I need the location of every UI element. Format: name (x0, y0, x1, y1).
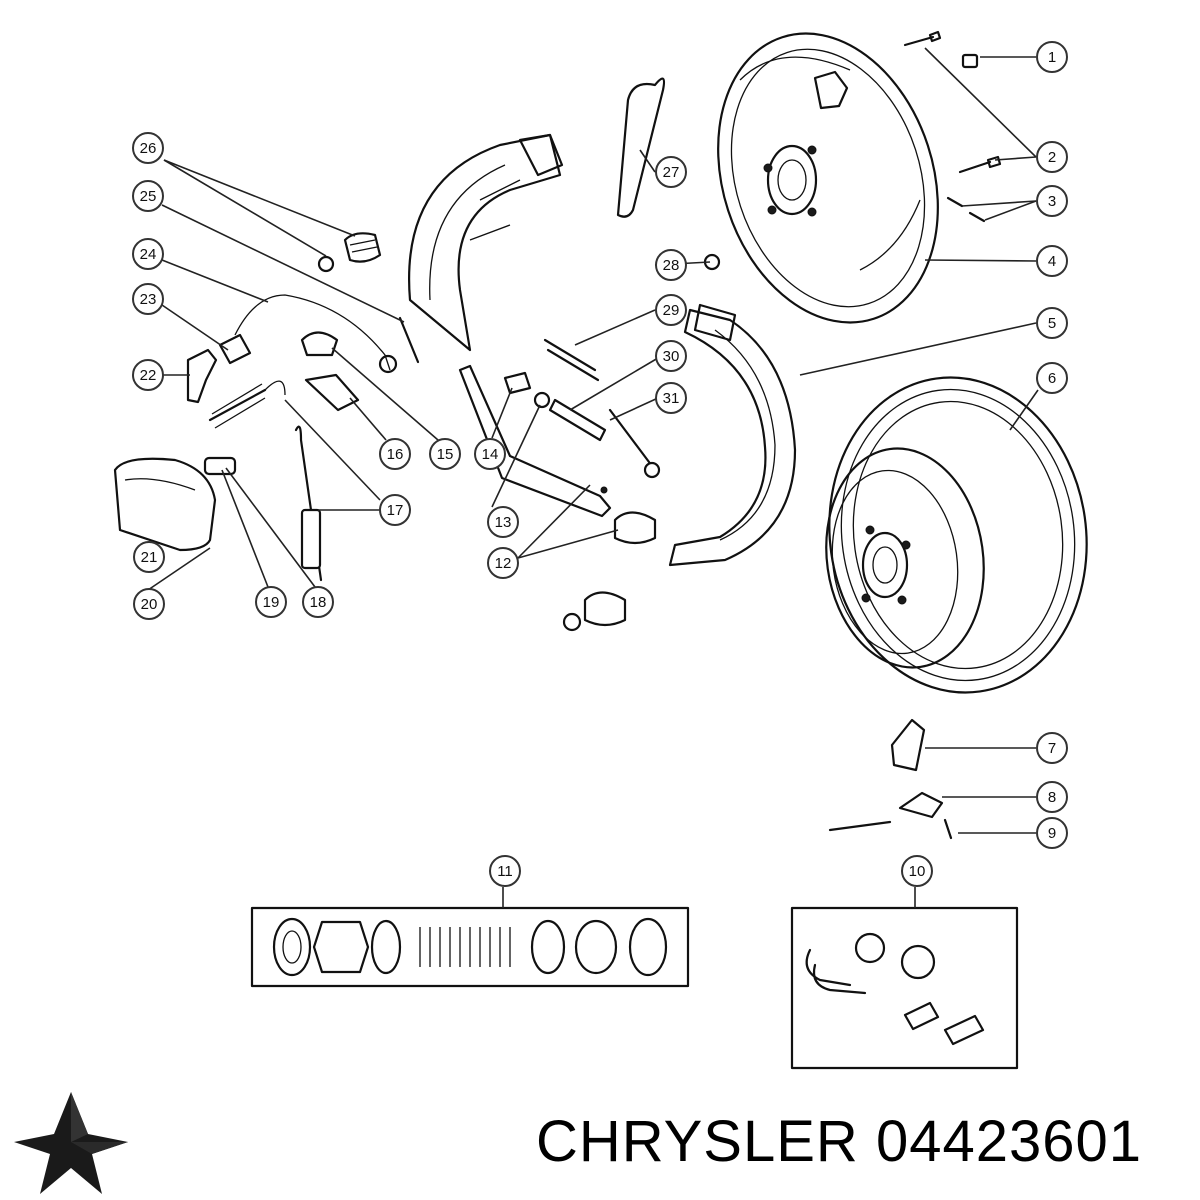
callout-11: 11 (489, 855, 521, 887)
svg-text:28: 28 (663, 257, 680, 274)
callout-14: 14 (474, 438, 506, 470)
svg-text:6: 6 (1048, 370, 1056, 387)
svg-text:2: 2 (1048, 149, 1056, 166)
svg-text:19: 19 (263, 594, 280, 611)
callout-1: 1 (1036, 41, 1068, 73)
svg-text:13: 13 (495, 514, 512, 531)
svg-text:20: 20 (141, 596, 158, 613)
callout-28: 28 (655, 249, 687, 281)
callout-5: 5 (1036, 307, 1068, 339)
small-parts-group (113, 30, 1002, 840)
svg-text:10: 10 (909, 863, 926, 880)
callout-4: 4 (1036, 245, 1068, 277)
callout-15: 15 (429, 438, 461, 470)
callout-25: 25 (132, 180, 164, 212)
leader-lines (147, 47, 1039, 908)
svg-text:14: 14 (482, 446, 499, 463)
backing-plate-part (717, 32, 939, 324)
svg-text:30: 30 (663, 348, 680, 365)
callout-2: 2 (1036, 141, 1068, 173)
svg-text:25: 25 (140, 188, 157, 205)
svg-text:4: 4 (1048, 253, 1056, 270)
svg-text:26: 26 (140, 140, 157, 157)
brake-shoe-upper-part (408, 133, 564, 352)
svg-text:7: 7 (1048, 740, 1056, 757)
svg-text:1: 1 (1048, 49, 1056, 66)
callout-8: 8 (1036, 781, 1068, 813)
callout-12: 12 (487, 547, 519, 579)
callout-20: 20 (133, 588, 165, 620)
callout-23: 23 (132, 283, 164, 315)
callout-22: 22 (132, 359, 164, 391)
svg-text:5: 5 (1048, 315, 1056, 332)
brake-shoe-lower-part (668, 303, 797, 567)
callout-30: 30 (655, 340, 687, 372)
callout-6: 6 (1036, 362, 1068, 394)
chrysler-pentastar-icon (10, 1088, 132, 1196)
callout-17: 17 (379, 494, 411, 526)
callout-27: 27 (655, 156, 687, 188)
svg-text:12: 12 (495, 555, 512, 572)
svg-text:23: 23 (140, 291, 157, 308)
svg-text:3: 3 (1048, 193, 1056, 210)
callout-24: 24 (132, 238, 164, 270)
callout-3: 3 (1036, 185, 1068, 217)
svg-text:31: 31 (663, 390, 680, 407)
callout-26: 26 (132, 132, 164, 164)
svg-text:29: 29 (663, 302, 680, 319)
brand-part-label: CHRYSLER 04423601 (536, 1108, 1142, 1175)
callout-21: 21 (133, 541, 165, 573)
callout-13: 13 (487, 506, 519, 538)
svg-text:15: 15 (437, 446, 454, 463)
parking-lever-part (458, 364, 612, 518)
svg-text:24: 24 (140, 246, 157, 263)
callout-16: 16 (379, 438, 411, 470)
callout-9: 9 (1036, 817, 1068, 849)
svg-text:18: 18 (310, 594, 327, 611)
svg-text:21: 21 (141, 549, 158, 566)
callout-10: 10 (901, 855, 933, 887)
callout-18: 18 (302, 586, 334, 618)
svg-text:11: 11 (497, 863, 513, 880)
svg-text:9: 9 (1048, 825, 1056, 842)
brake-drum-part (825, 376, 1088, 694)
svg-text:8: 8 (1048, 789, 1056, 806)
callout-7: 7 (1036, 732, 1068, 764)
part-number: 04423601 (875, 1109, 1142, 1174)
callout-19: 19 (255, 586, 287, 618)
svg-text:17: 17 (387, 502, 404, 519)
brake-exploded-diagram: 1 2 3 4 5 6 7 8 9 10 11 12 13 14 15 16 1… (113, 30, 1088, 1070)
wheel-cylinder-kit-box (250, 906, 690, 988)
svg-text:22: 22 (140, 367, 157, 384)
brand-name: CHRYSLER (536, 1109, 859, 1174)
svg-text:27: 27 (663, 164, 680, 181)
callout-29: 29 (655, 294, 687, 326)
callout-31: 31 (655, 382, 687, 414)
hardware-kit-box (790, 906, 1019, 1070)
svg-text:16: 16 (387, 446, 404, 463)
